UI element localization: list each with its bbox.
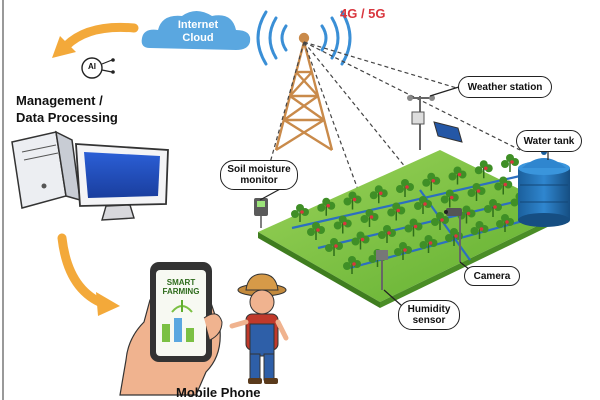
management-label-line1: Management /: [16, 93, 103, 108]
camera-label: Camera: [464, 266, 520, 286]
crop-plant: [501, 154, 519, 172]
crop-plant: [325, 238, 343, 256]
phone-screen-line2: FARMING: [162, 287, 200, 296]
crop-plant: [360, 209, 379, 227]
weather-station-icon: [407, 95, 463, 150]
crop-plant: [291, 204, 309, 222]
crop-plant: [419, 235, 438, 253]
crop-plant: [307, 222, 325, 240]
phone-screen-text: SMART FARMING: [156, 278, 206, 296]
crop-plant: [470, 221, 489, 239]
farmer-figure: [229, 273, 289, 384]
flow-arrow-cloud-to-management: [52, 22, 139, 58]
humidity-label-line2: sensor: [412, 315, 446, 326]
crop-plant: [431, 212, 449, 230]
management-label: Management / Data Processing: [16, 92, 118, 126]
crop-plant: [414, 196, 432, 214]
cloud-label-line1: Internet: [177, 19, 219, 31]
crop-plant: [378, 225, 396, 243]
smartphone-in-hand-icon: [119, 262, 223, 396]
flow-arrow-management-to-phone: [57, 233, 120, 316]
crop-plant: [448, 166, 467, 185]
water-tank-icon: [518, 149, 570, 227]
crop-plant: [387, 202, 406, 221]
crop-plant: [343, 256, 361, 274]
humidity-sensor-label: Humidity sensor: [398, 300, 460, 330]
water-tank-label: Water tank: [516, 130, 582, 152]
network-label: 4G / 5G: [340, 6, 386, 21]
internet-cloud-label: Internet Cloud: [150, 19, 246, 45]
management-label-line2: Data Processing: [16, 110, 118, 125]
crop-plant: [404, 218, 423, 237]
computer-icon: [11, 130, 169, 221]
crop-plant: [394, 242, 412, 260]
cloud-icon: [141, 11, 251, 50]
signal-waves-icon: [256, 10, 352, 66]
camera-icon: [444, 208, 462, 262]
weather-station-label: Weather station: [458, 76, 552, 98]
crop-plant: [484, 199, 502, 217]
phone-screen-line1: SMART: [166, 278, 196, 287]
soil-moisture-device-icon: [254, 198, 268, 228]
crop-plant: [494, 176, 513, 195]
crop-plant: [440, 189, 459, 208]
cloud-label-line2: Cloud: [182, 32, 214, 44]
soil-label-line2: monitor: [240, 175, 278, 186]
crop-plant: [333, 215, 352, 234]
ai-badge-label: AI: [88, 62, 96, 71]
crop-plant: [343, 191, 362, 210]
soil-moisture-monitor-label: Soil moisture monitor: [220, 160, 298, 190]
crop-plant: [422, 172, 441, 191]
soil-label-line1: Soil moisture: [227, 164, 291, 175]
crop-plant: [369, 185, 388, 204]
crop-plant: [396, 179, 414, 197]
crop-plant: [496, 214, 514, 232]
ai-brain-icon: [81, 57, 115, 79]
mobile-phone-label: Mobile Phone: [176, 385, 261, 400]
cell-tower-icon: [274, 32, 334, 152]
crop-plant: [474, 160, 493, 179]
crop-plant: [351, 231, 370, 250]
crop-plant: [317, 197, 336, 216]
crop-plant: [467, 183, 486, 201]
humidity-label-line1: Humidity: [407, 304, 451, 315]
humidity-sensor-icon: [376, 250, 388, 290]
